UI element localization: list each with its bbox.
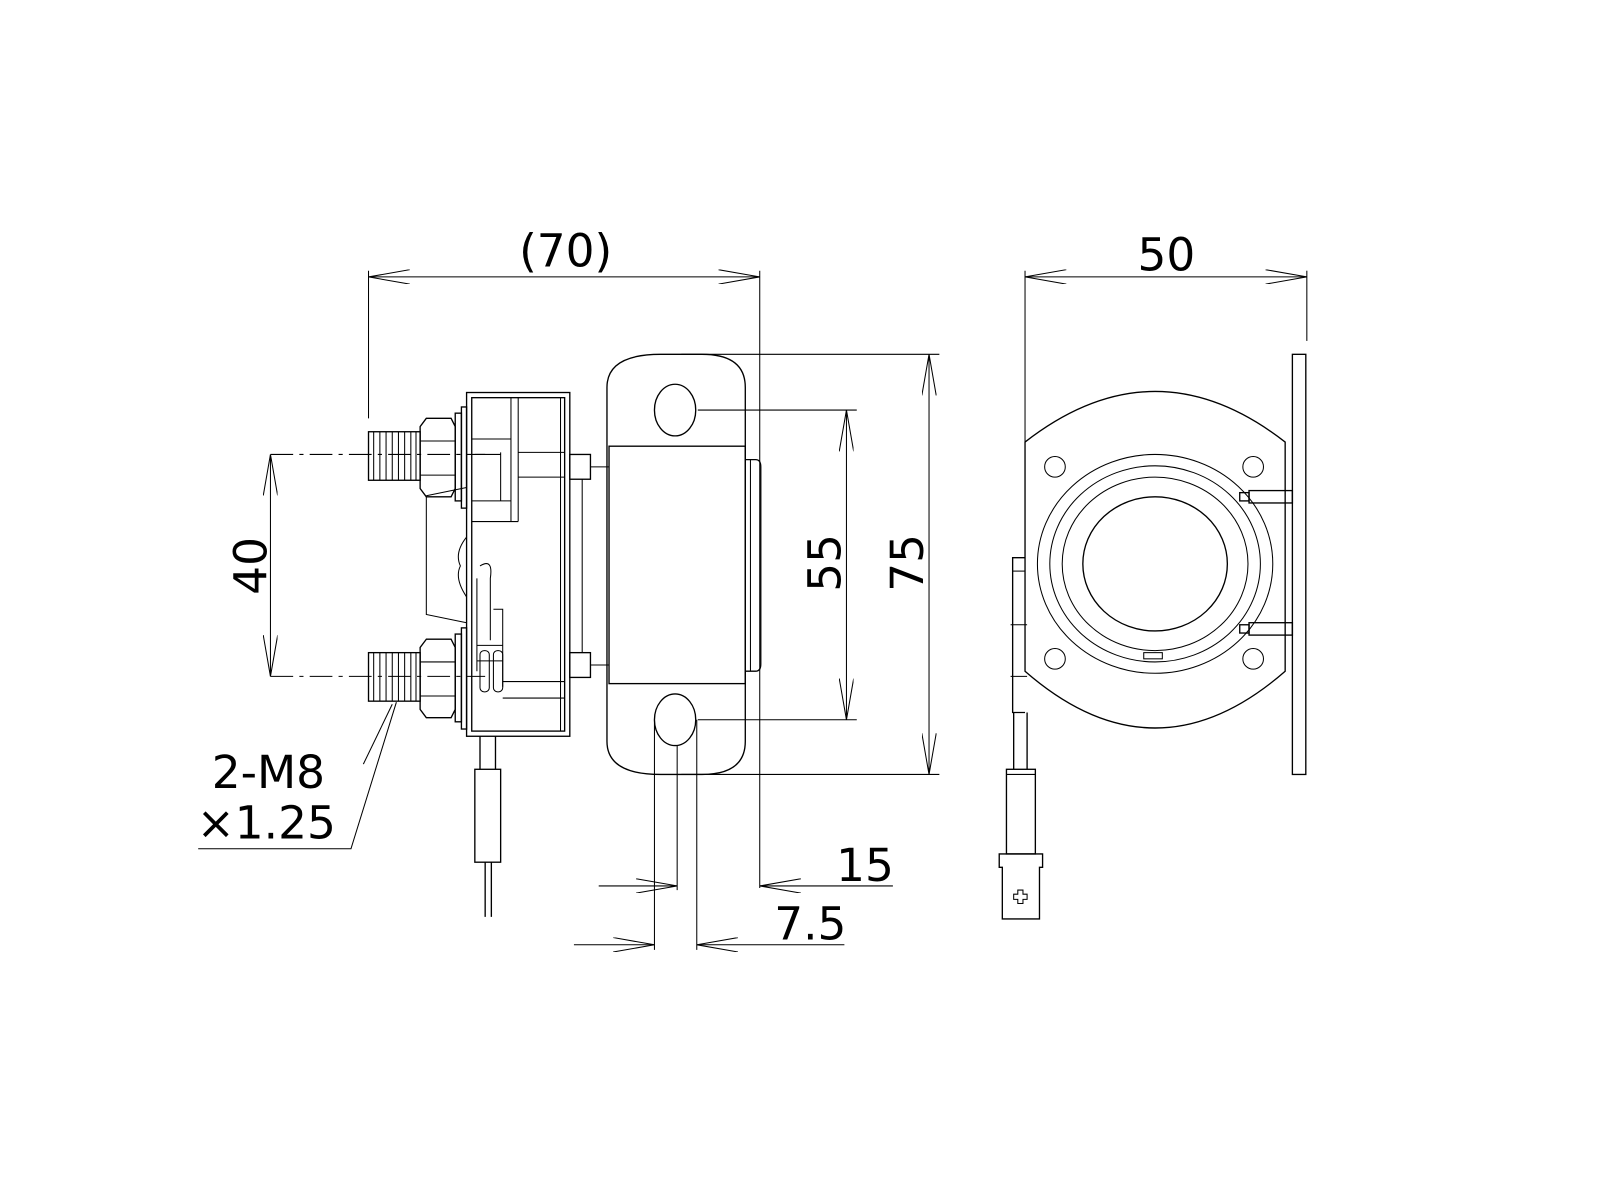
mounting-bracket xyxy=(1239,353,1307,776)
flange-hole xyxy=(1044,647,1066,670)
front-view xyxy=(998,353,1307,920)
dimension-40: 40 xyxy=(224,454,277,677)
thread-spec-count: 2-M8 xyxy=(212,746,325,799)
thread-callout: 2-M8 ×1.25 xyxy=(197,702,397,849)
coil-flange xyxy=(606,353,762,776)
dimension-label-55: 55 xyxy=(798,534,851,592)
dimension-15: 15 xyxy=(598,719,894,950)
thread-spec-pitch: ×1.25 xyxy=(197,796,336,849)
dimension-50: 50 xyxy=(1024,229,1308,443)
lower-terminal-stud xyxy=(367,627,468,730)
cable-connector xyxy=(998,557,1044,920)
upper-terminal-stud xyxy=(367,406,468,509)
dimension-label-7-5: 7.5 xyxy=(774,898,846,951)
dimension-70: (70) xyxy=(368,225,761,888)
dimension-label-40: 40 xyxy=(224,537,277,595)
flange-hole xyxy=(1044,456,1066,478)
plus-icon xyxy=(1013,889,1028,904)
upper-mount-hole xyxy=(653,383,697,437)
dimension-label-15: 15 xyxy=(836,839,894,892)
dimension-label-70: (70) xyxy=(519,225,612,278)
dimension-label-50: 50 xyxy=(1138,229,1196,282)
dimension-7-5: 7.5 xyxy=(573,898,846,951)
side-view xyxy=(270,353,762,917)
flange-hole xyxy=(1242,647,1264,670)
flange-hole xyxy=(1242,456,1264,478)
lower-mount-hole xyxy=(653,693,697,747)
dimension-label-75: 75 xyxy=(881,534,934,592)
lead-wire xyxy=(474,736,502,917)
dimension-75: 75 xyxy=(681,353,940,775)
dimension-55: 55 xyxy=(697,409,857,721)
terminal-housing xyxy=(425,391,571,737)
